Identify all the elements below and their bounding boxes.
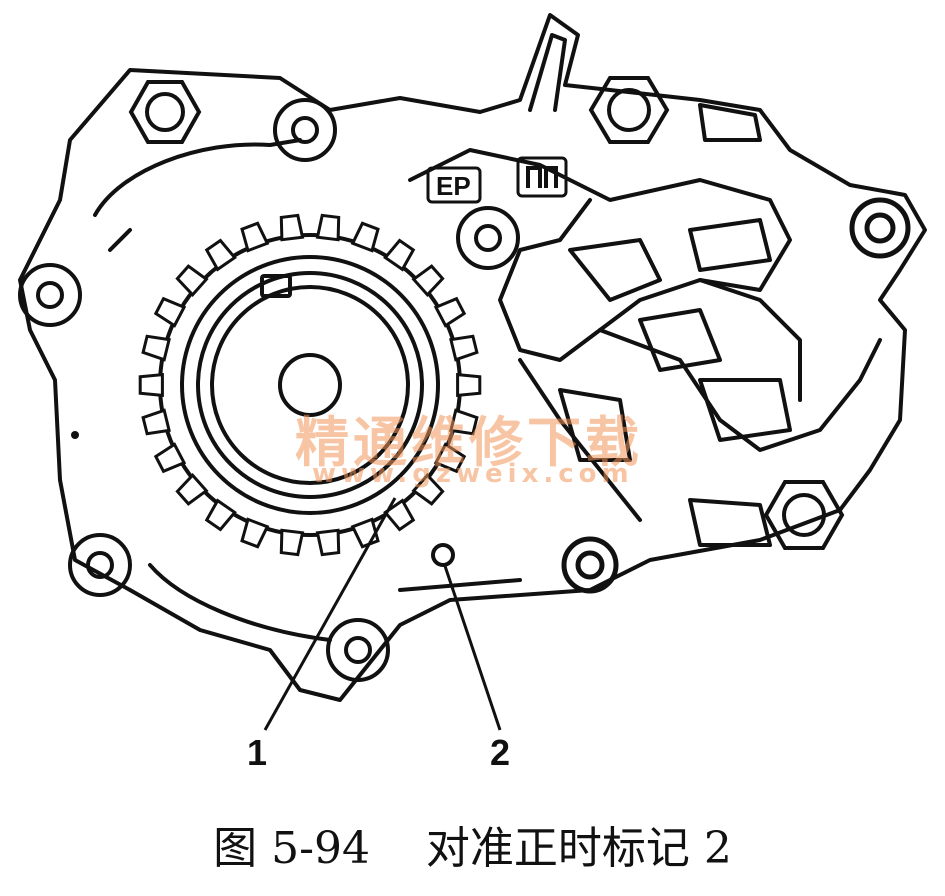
housing-pocket-d [698,378,792,442]
gear-tooth [411,264,445,298]
leader-line-1 [263,497,397,731]
gear-tooth [175,472,209,506]
right-bracket [698,103,762,142]
housing-pocket-c [638,308,722,372]
figure-title: 对准正时标记 2 [425,823,732,874]
gear-tooth [449,334,479,362]
gear-tooth [240,221,270,253]
gear-tooth [141,334,171,362]
torx-screw-top [273,98,337,162]
leader-line-2 [443,565,502,731]
casting-text-ep: EP [436,171,471,201]
gear-tooth [240,517,270,549]
housing-pocket-a [568,238,662,302]
casting-tag-ep [426,166,482,204]
gear-tooth [279,213,305,242]
mounting-hole-lower [561,536,619,594]
gear-tooth [204,238,237,272]
gear-tooth [315,528,341,557]
gear-tooth [141,408,171,436]
housing-rib-lower [518,278,882,522]
gear-tooth [350,221,380,253]
oil-pump-diagram: EP [18,13,927,731]
gear-tooth [315,213,341,242]
housing-inner-rim [93,138,522,642]
figure-caption: 图 5-94 对准正时标记 2 [0,812,945,876]
callout-label-2: 2 [490,732,511,773]
figure-number: 图 5-94 [213,823,370,874]
gear-tooth [175,264,209,298]
gear-tooth [383,238,416,272]
gear-tooth [456,372,482,398]
gear-tooth [433,296,467,328]
casting-tag-right [516,156,568,198]
gear-teeth [138,213,482,557]
lower-right-bracket [688,498,772,547]
timing-mark-hole [431,543,455,567]
torx-screw-center [456,206,520,270]
housing-pocket-e [558,388,632,462]
watermark-url: www.gzweix.com [312,459,634,489]
gear-tooth [279,528,305,557]
mounting-hole-right [849,197,911,259]
watermark-text: 精通维修下载 [295,411,643,474]
gear-tooth [449,408,479,436]
gear-tooth [204,498,237,532]
torx-screw-left [18,263,82,327]
casting-tag-right-glyph [526,166,558,188]
gear-tooth [383,498,416,532]
pump-housing-outline [18,13,927,702]
hex-bolt-right [763,480,845,550]
callout-label-1: 1 [247,732,268,773]
gear-tooth [153,442,187,474]
torx-screw-bottom-left [68,533,132,597]
gear-tooth [153,296,187,328]
hex-bolt-top-left [128,80,202,144]
gear-tooth [433,442,467,474]
housing-pocket-b [688,218,772,272]
gear-tooth [411,472,445,506]
inner-rotor [196,271,424,499]
gear-tooth [138,372,164,398]
small-hole [71,431,79,439]
top-fin [528,33,567,112]
torx-screw-bottom [326,618,390,682]
hex-bolt-top-right [588,76,670,144]
